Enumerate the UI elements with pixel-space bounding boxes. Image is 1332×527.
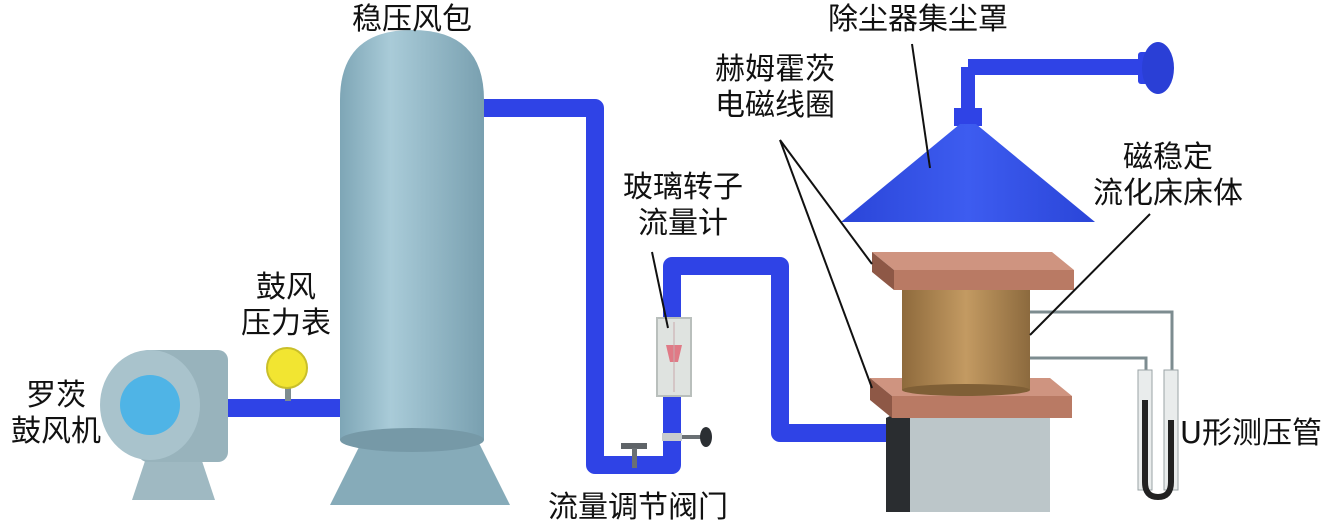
flow-control-valve bbox=[621, 427, 712, 468]
label-u-tube: U形测压管 bbox=[1180, 416, 1322, 452]
pressure-stabilizer-tank bbox=[330, 30, 510, 505]
label-fluidized-bed-line2: 流化床床体 bbox=[1093, 176, 1243, 211]
air-pipe bbox=[480, 99, 900, 474]
label-rotameter-line2: 流量计 bbox=[638, 206, 728, 241]
label-fluidized-bed-line1: 磁稳定 bbox=[1123, 140, 1213, 175]
label-helmholtz-coil-line1: 赫姆霍茨 bbox=[715, 52, 835, 87]
leader-lines bbox=[651, 43, 1151, 389]
label-roots-blower-line1: 罗茨 bbox=[26, 378, 86, 413]
label-rotameter-line1: 玻璃转子 bbox=[623, 170, 743, 205]
dust-collector-hood bbox=[841, 42, 1174, 222]
u-tube-manometer bbox=[1030, 310, 1179, 501]
label-pressure-gauge-line1: 鼓风 bbox=[256, 270, 316, 305]
bed-base-box bbox=[886, 406, 1050, 512]
glass-rotameter bbox=[656, 317, 692, 397]
fluidized-bed-cylinder bbox=[902, 282, 1030, 396]
label-flow-valve-text: 流量调节阀门 bbox=[548, 490, 728, 525]
label-roots-blower-line2: 鼓风机 bbox=[11, 414, 101, 449]
label-stabilizer-tank-text: 稳压风包 bbox=[352, 2, 472, 37]
roots-blower bbox=[100, 350, 228, 500]
label-dust-hood: 除尘器集尘罩 bbox=[828, 2, 1008, 38]
label-helmholtz-coil-line2: 电磁线圈 bbox=[715, 88, 835, 123]
blower-outlet-pipe bbox=[215, 399, 347, 417]
upper-coil-plate bbox=[872, 252, 1074, 290]
label-pressure-gauge: 鼓风 压力表 bbox=[226, 270, 346, 342]
label-fluidized-bed: 磁稳定 流化床床体 bbox=[1078, 140, 1258, 212]
label-pressure-gauge-line2: 压力表 bbox=[241, 306, 331, 341]
label-helmholtz-coil: 赫姆霍茨 电磁线圈 bbox=[700, 52, 850, 124]
blower-impeller-icon bbox=[120, 375, 180, 435]
label-dust-hood-text: 除尘器集尘罩 bbox=[828, 2, 1008, 37]
label-roots-blower: 罗茨 鼓风机 bbox=[0, 378, 112, 450]
blower-pressure-gauge bbox=[266, 347, 308, 401]
label-flow-valve: 流量调节阀门 bbox=[548, 490, 728, 526]
label-u-tube-text: U形测压管 bbox=[1180, 416, 1322, 451]
label-rotameter: 玻璃转子 流量计 bbox=[608, 170, 758, 242]
label-stabilizer-tank: 稳压风包 bbox=[352, 2, 472, 38]
